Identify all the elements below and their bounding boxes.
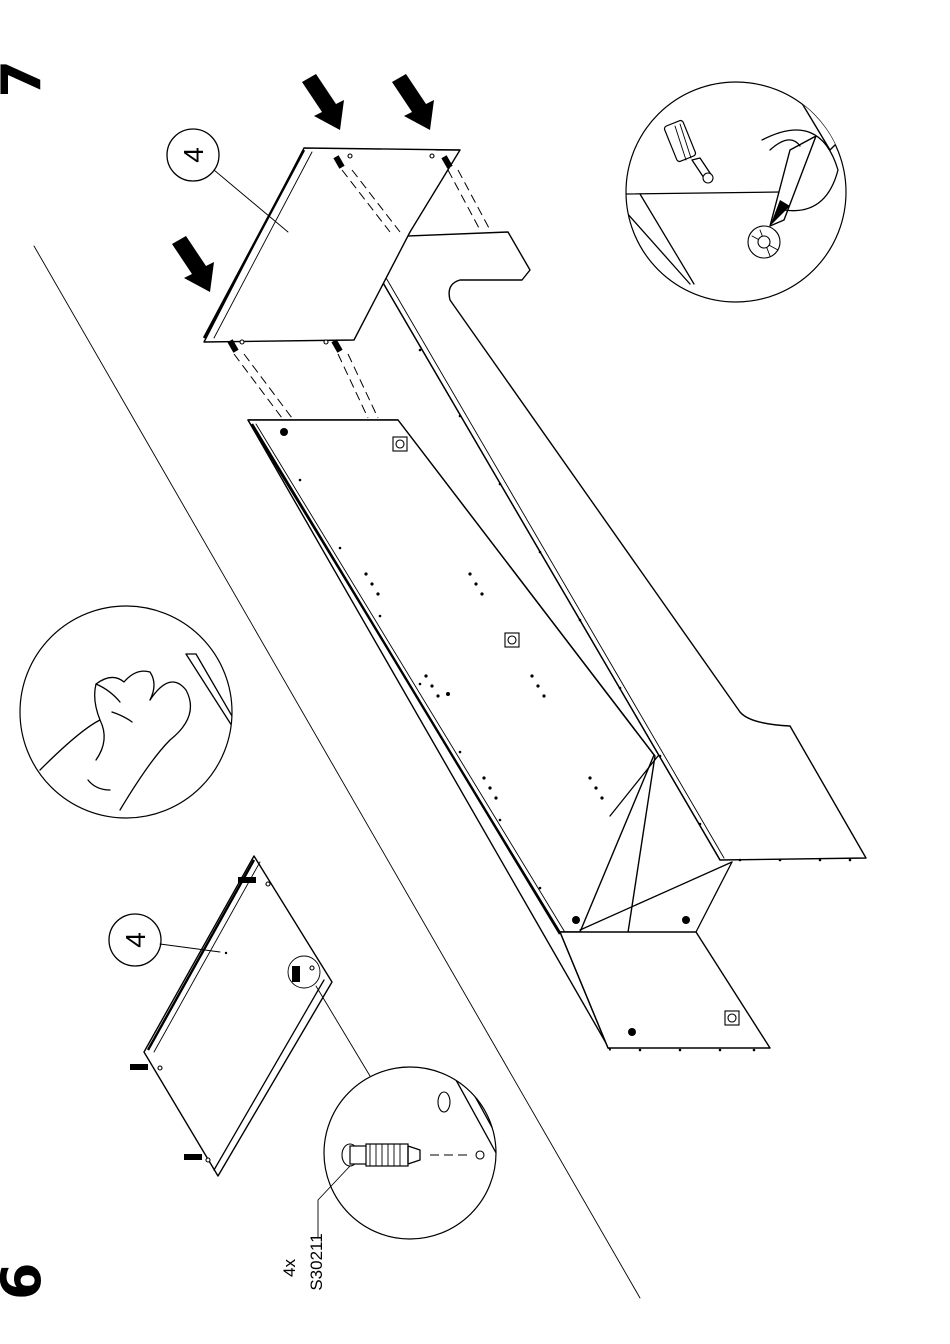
hardware-quantity: 4x xyxy=(280,1259,299,1277)
screwdriver-detail xyxy=(626,40,900,302)
cam-lock-head-icon xyxy=(748,226,780,258)
svg-text:4: 4 xyxy=(178,147,209,163)
step6-assembly: 4 xyxy=(109,856,510,1291)
hand-push-icon xyxy=(20,606,232,818)
svg-text:4: 4 xyxy=(120,932,151,948)
part-callout-step7: 4 xyxy=(167,129,288,232)
hardware-code: S30211 xyxy=(307,1233,326,1290)
step-number-7: 7 xyxy=(0,60,53,98)
hardware-label: 4x S30211 xyxy=(280,1233,326,1290)
right-side-panel xyxy=(560,932,770,1048)
step-number-6: 6 xyxy=(0,1262,53,1300)
